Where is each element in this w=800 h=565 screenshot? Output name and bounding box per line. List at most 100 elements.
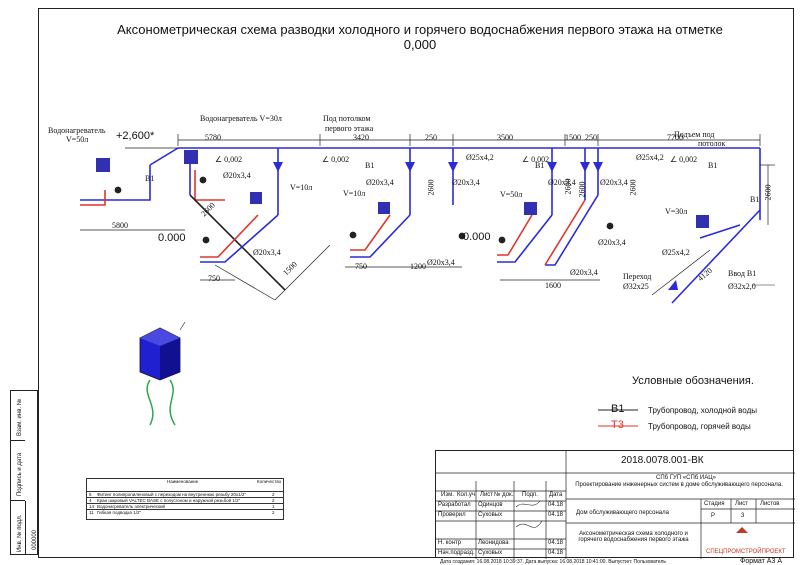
slope-4: ∠ 0,002 xyxy=(670,155,698,164)
heater-branch-right xyxy=(699,224,741,239)
v30-d: V=30л xyxy=(665,207,688,216)
fixture-dot-3 xyxy=(202,236,210,244)
under-ceiling-b: первого этажа xyxy=(325,124,374,133)
d25-a: Ø25х4,2 xyxy=(466,153,494,162)
hot-left-branch xyxy=(80,190,106,206)
d20-3: Ø20х3,4 xyxy=(452,178,480,187)
fixture-dot-1 xyxy=(114,186,122,194)
dim-750-b: 750 xyxy=(355,262,367,271)
d25-b: Ø25х4,2 xyxy=(636,153,664,162)
hot-branch-3 xyxy=(350,214,391,251)
flow-arrow-1 xyxy=(273,162,283,172)
side-strip: Взам. инв. № Подпись и дата Инв. № подл.… xyxy=(10,390,38,555)
dim-2600-f: 2600 xyxy=(763,184,773,201)
flow-arrow-4 xyxy=(547,162,557,172)
company-name: СПЕЦПРОМСТРОЙПРОЕКТ xyxy=(706,549,786,555)
dim-250-b: 250 xyxy=(585,133,597,142)
legend-text-cold: Трубопровод, холодной воды xyxy=(648,406,757,415)
dim-5780: 5780 xyxy=(205,133,221,142)
format-label: Формат А3 А xyxy=(740,558,782,565)
flow-arrow-7 xyxy=(668,280,678,290)
dim-2600-d: 2600 xyxy=(577,181,587,198)
boiler-detail xyxy=(139,321,186,426)
dim-2600-e: 2600 xyxy=(628,179,638,196)
cold-branch-2 xyxy=(200,214,279,263)
transition-a: Переход xyxy=(623,272,652,281)
cold-left-branch xyxy=(80,165,151,201)
project-name: Проектирование инженерных систем в доме … xyxy=(575,482,783,488)
fixture-dot-4 xyxy=(349,231,357,239)
b1-label-e: B1 xyxy=(750,195,760,204)
heater50-label-b: V=50л xyxy=(66,135,89,144)
flow-arrow-5 xyxy=(580,162,590,172)
d20-1: Ø20х3,4 xyxy=(223,171,251,180)
stage-value: Р xyxy=(711,513,716,519)
side-inv-number: 000000 xyxy=(32,529,38,550)
v50-c: V=50л xyxy=(500,190,523,199)
doc-code: 2018.0078.001-ВК xyxy=(621,455,704,466)
building-name: Дом обслуживающего персонала xyxy=(576,510,669,516)
flow-arrow-2 xyxy=(405,162,415,172)
slope-3: ∠ 0,002 xyxy=(522,155,550,164)
cold-inlet xyxy=(671,209,761,304)
d20-6: Ø20х3,4 xyxy=(253,248,281,257)
transition-b: Ø32х25 xyxy=(623,282,649,291)
dim-7700: 7700 xyxy=(667,133,683,142)
boiler-10-b xyxy=(378,202,390,214)
hot-branch-2 xyxy=(200,214,259,258)
boiler-50-left xyxy=(96,158,110,172)
boiler-30-d xyxy=(696,215,709,228)
spec-qty-header: Количество xyxy=(257,479,282,484)
dim-1200: 1200 xyxy=(410,262,426,271)
legend-code-cold: B1 xyxy=(611,403,625,415)
fixture-dot-7 xyxy=(606,222,614,230)
elevation-2600: +2,600* xyxy=(116,130,155,142)
heater50-label-a: Водонагреватель xyxy=(48,126,106,135)
sheet-title: Аксонометрическая схема холодного и горя… xyxy=(578,531,689,543)
fixture-dot-5 xyxy=(458,232,466,240)
boiler-10-a xyxy=(250,192,262,204)
ceiling-riser-a: Подъем под xyxy=(674,130,715,139)
dim-3420: 3420 xyxy=(353,133,369,142)
dim-1500-a: 1500 xyxy=(565,133,581,142)
d20-4: Ø20х3,4 xyxy=(548,178,576,187)
org-name: СПб ГУП «СПб ИАЦ» xyxy=(656,475,716,481)
b1-label-d: B1 xyxy=(708,161,718,170)
hot-diag-1 xyxy=(194,170,225,201)
elevation-0-a: 0.000 xyxy=(158,232,186,244)
d20-9: Ø20х3,4 xyxy=(570,268,598,277)
boiler-50-c xyxy=(524,202,537,215)
legend-text-hot: Трубопровод, горячей воды xyxy=(648,422,751,431)
slope-2: ∠ 0,002 xyxy=(322,155,350,164)
slope-1: ∠ 0,002 xyxy=(215,155,243,164)
dim-3500: 3500 xyxy=(497,133,513,142)
under-ceiling-a: Под потолком xyxy=(323,114,371,123)
cold-diag-2 xyxy=(189,194,286,291)
role-checker: Проверил xyxy=(438,512,466,518)
v10-a: V=10л xyxy=(290,183,313,192)
drawing-frame xyxy=(38,8,794,558)
dim-250-a: 250 xyxy=(425,133,437,142)
v10-b: V=10л xyxy=(343,189,366,198)
inlet-a: Ввод В1 xyxy=(728,269,757,278)
b1-label-c: B1 xyxy=(535,161,545,170)
side-signature: Подпись и дата xyxy=(17,452,23,496)
flow-arrow-6 xyxy=(593,162,603,172)
cold-branch-7 xyxy=(545,194,599,266)
b1-label-b: B1 xyxy=(365,161,375,170)
company-logo-icon xyxy=(736,527,748,533)
b1-label-a: B1 xyxy=(145,174,155,183)
legend-title: Условные обозначения. xyxy=(632,375,754,387)
ceiling-riser-b: потолок xyxy=(698,139,726,148)
d20-8: Ø20х3,4 xyxy=(598,238,626,247)
role-norm: Н. контр xyxy=(438,540,462,546)
footer-dates: Дата создания: 16.08.2018 10:39:37. Дата… xyxy=(440,559,666,565)
hot-branch-7 xyxy=(544,199,586,266)
cold-branch-5 xyxy=(497,214,553,263)
side-replace-inv: Взам. инв. № xyxy=(17,398,23,436)
